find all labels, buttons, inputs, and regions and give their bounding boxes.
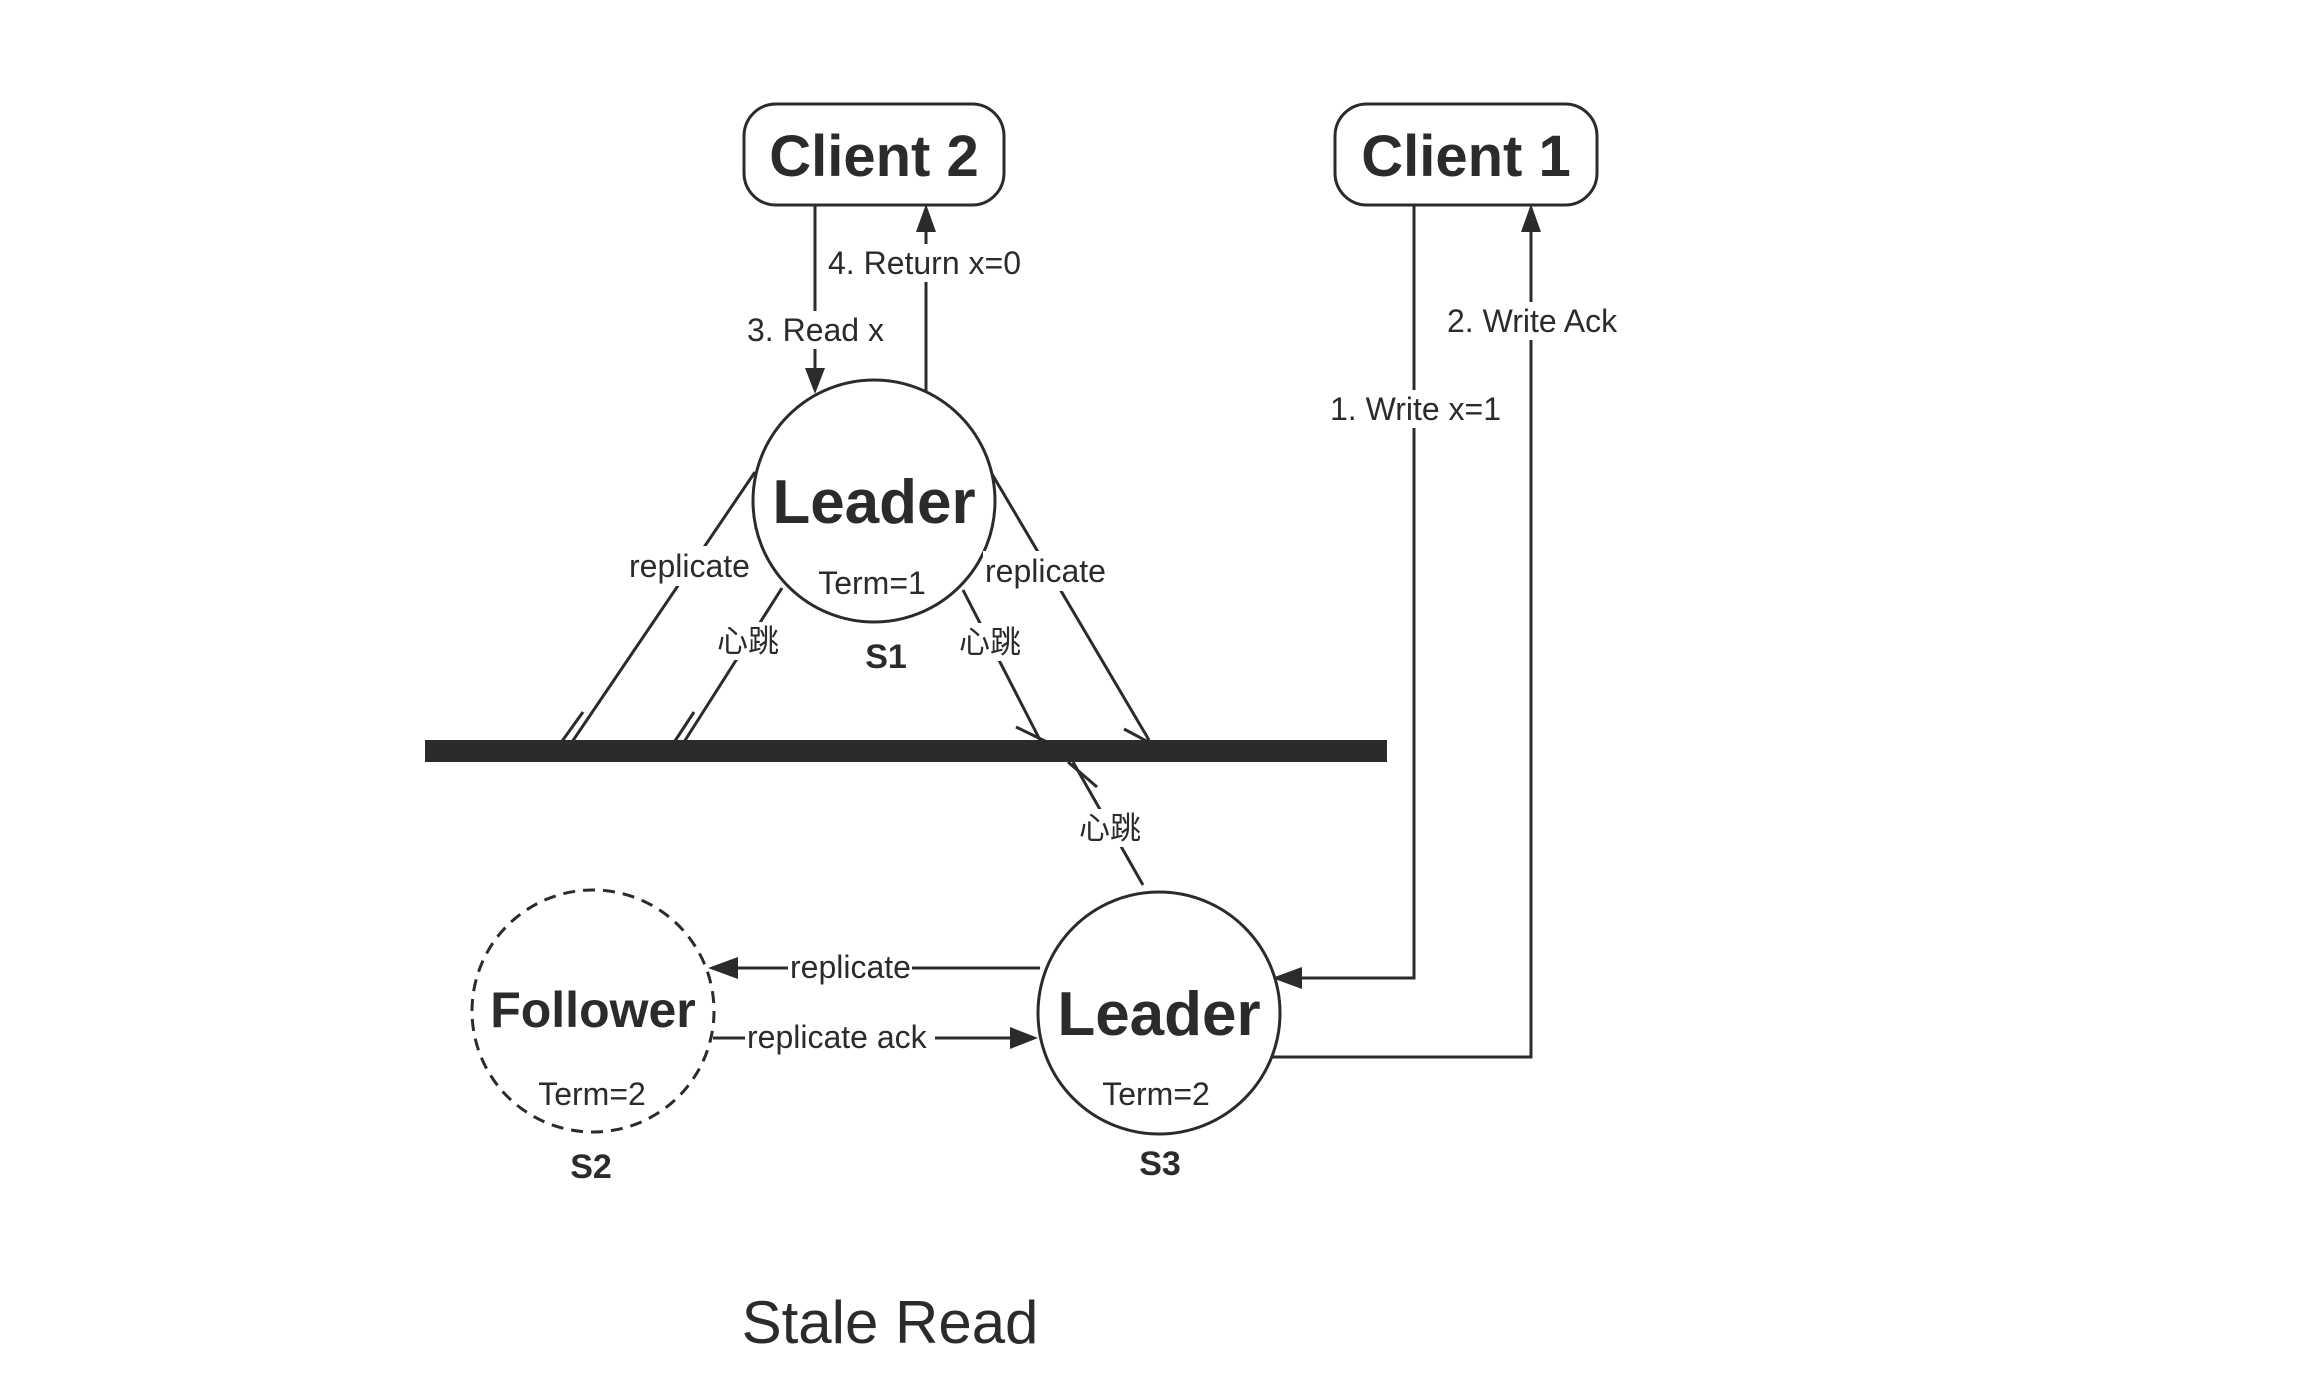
- s1-circle: [751, 378, 997, 624]
- s2-circle: [470, 888, 716, 1134]
- s3-heartbeat-cut-mark: [1067, 760, 1098, 789]
- s3-term-label: Term=2: [1102, 1076, 1210, 1112]
- write-ack-label: 2. Write Ack: [1447, 303, 1618, 339]
- network-partition-bar: [425, 740, 1387, 762]
- s1-replicate-right-label-bg: [983, 551, 1107, 591]
- s1-server-name: S1: [865, 638, 907, 676]
- write-ack-arrowhead: [1521, 204, 1541, 232]
- s1-replicate-left-line: [570, 471, 757, 743]
- client-1-node: Client 1: [1333, 102, 1599, 207]
- s1-replicate-right-label: replicate: [985, 553, 1106, 589]
- client-2-box: [742, 102, 1006, 207]
- s2-node: Follower Term=2 S2: [470, 888, 716, 1186]
- return-x-label: 4. Return x=0: [828, 245, 1021, 281]
- s1-replicate-left-label: replicate: [629, 548, 750, 584]
- diagram-caption: Stale Read: [742, 1289, 1039, 1356]
- write-x-label-bg: [1328, 390, 1502, 428]
- s3-role-label: Leader: [1057, 980, 1260, 1049]
- s2-to-s3-replicate-ack-arrowhead: [1010, 1027, 1038, 1049]
- client-1-label: Client 1: [1361, 124, 1571, 189]
- s3-to-s2-replicate-label: replicate: [790, 949, 911, 985]
- s2-role-label: Follower: [490, 982, 696, 1038]
- read-x-label: 3. Read x: [747, 312, 884, 348]
- s1-replicate-right-cut-mark: [1123, 727, 1153, 746]
- s3-heartbeat-label: 心跳: [1079, 811, 1141, 847]
- client-1-box: [1333, 102, 1599, 207]
- s1-replicate-left-cut-mark: [558, 711, 585, 745]
- s3-to-s2-replicate-label-bg: [788, 948, 912, 986]
- s3-node: Leader Term=2 S3: [1036, 890, 1282, 1183]
- s1-heartbeat-left-label: 心跳: [717, 624, 779, 660]
- s1-heartbeat-left-cut-mark: [671, 711, 696, 745]
- client-2-label: Client 2: [769, 124, 979, 189]
- s3-heartbeat-label-bg: [1077, 809, 1143, 847]
- write-x-arrowhead: [1272, 967, 1302, 989]
- s1-heartbeat-right-cut-mark: [1015, 725, 1048, 744]
- s2-server-name: S2: [570, 1148, 612, 1186]
- write-ack-arrow-line: [1268, 228, 1533, 1059]
- s1-role-label: Leader: [772, 468, 975, 537]
- s3-to-s2-replicate-arrowhead: [708, 957, 738, 979]
- s1-term-label: Term=1: [818, 565, 926, 601]
- write-x-arrow-line: [1298, 205, 1416, 980]
- return-x-label-bg: [827, 244, 1027, 282]
- s2-to-s3-replicate-ack-label-bg: [745, 1018, 935, 1056]
- return-x-arrowhead: [916, 204, 936, 232]
- s1-heartbeat-right-line: [961, 589, 1042, 741]
- s3-circle: [1036, 890, 1282, 1136]
- s1-heartbeat-left-line: [682, 587, 784, 743]
- s2-to-s3-replicate-ack-label: replicate ack: [747, 1019, 928, 1055]
- s3-server-name: S3: [1139, 1145, 1181, 1183]
- read-x-arrowhead: [805, 368, 825, 394]
- read-x-label-bg: [746, 311, 888, 349]
- s1-replicate-left-label-bg: [627, 546, 751, 586]
- s1-heartbeat-left-label-bg: [715, 622, 781, 660]
- s1-replicate-right-line: [990, 473, 1151, 741]
- write-x-label: 1. Write x=1: [1330, 391, 1501, 427]
- s2-term-label: Term=2: [538, 1076, 646, 1112]
- s1-heartbeat-right-label: 心跳: [959, 625, 1021, 661]
- s1-heartbeat-right-label-bg: [957, 623, 1023, 661]
- s1-node: Leader Term=1 S1: [751, 378, 997, 676]
- client-2-node: Client 2: [742, 102, 1006, 207]
- write-ack-label-bg: [1445, 302, 1625, 340]
